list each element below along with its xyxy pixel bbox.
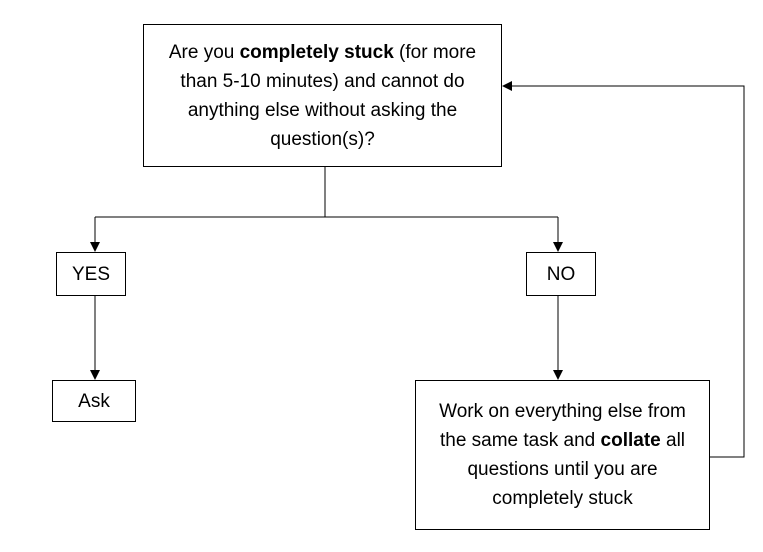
work-text-post: all questions until you are completely s… [467,430,686,509]
question-text: Are you completely stuck (for more than … [150,38,495,154]
question-box: Are you completely stuck (for more than … [143,24,502,167]
yes-box: YES [56,252,126,296]
question-text-post: (for more than 5-10 minutes) and cannot … [180,41,477,150]
no-box: NO [526,252,596,296]
work-text-bold: collate [600,430,661,451]
ask-label: Ask [78,390,110,412]
work-text: Work on everything else from the same ta… [426,397,699,513]
loop-back-arrow [502,81,745,458]
work-box: Work on everything else from the same ta… [415,380,710,530]
ask-box: Ask [52,380,136,422]
question-text-bold: completely stuck [239,41,394,63]
yes-label: YES [71,263,111,285]
no-label: NO [546,263,576,285]
work-text-pre: Work on everything else from the same ta… [439,401,686,451]
question-text-pre: Are you [168,41,240,63]
